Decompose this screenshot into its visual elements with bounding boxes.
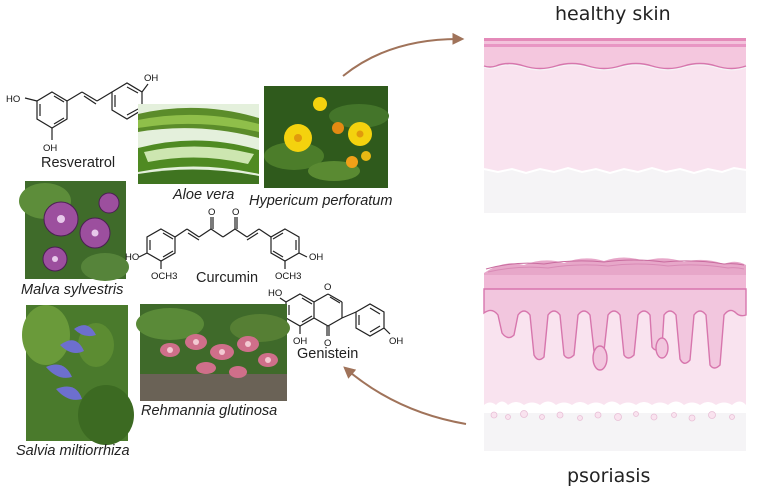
psoriasis-skin-section xyxy=(483,257,747,451)
curcumin-o-1: O xyxy=(208,207,215,218)
resveratrol-oh-5: OH xyxy=(43,143,57,154)
aloe-vera-photo xyxy=(138,104,259,184)
salvia-label: Salvia miltiorrhiza xyxy=(16,443,130,459)
genistein-label: Genistein xyxy=(297,346,359,362)
rehmannia-label: Rehmannia glutinosa xyxy=(141,403,278,419)
curcumin-o-2: O xyxy=(232,207,239,218)
rehmannia-photo xyxy=(136,304,290,401)
healthy-skin-title: healthy skin xyxy=(555,3,671,25)
arrow-to-healthy xyxy=(342,32,465,77)
curcumin-ho: HO xyxy=(125,252,139,263)
malva-photo xyxy=(19,181,129,281)
hypericum-label: Hypericum perforatum xyxy=(249,193,393,209)
resveratrol-ho-3: HO xyxy=(6,94,20,105)
arrow-from-psoriasis xyxy=(343,366,467,425)
curcumin-och3-left: OCH3 xyxy=(151,271,177,282)
curcumin-label: Curcumin xyxy=(196,270,259,286)
malva-label: Malva sylvestris xyxy=(21,282,124,298)
healthy-skin-section xyxy=(483,38,747,213)
curcumin-oh: OH xyxy=(309,252,323,263)
aloe-vera-label: Aloe vera xyxy=(173,187,235,203)
hypericum-photo xyxy=(264,86,389,188)
genistein-oh-5: OH xyxy=(293,336,307,347)
curcumin-structure: O O HO OCH3 OCH3 OH xyxy=(125,207,323,282)
curcumin-och3-right: OCH3 xyxy=(275,271,301,282)
genistein-oh-4: OH xyxy=(389,336,403,347)
salvia-photo xyxy=(22,305,134,445)
genistein-structure: HO O OH O OH xyxy=(268,282,403,349)
genistein-o-ring: O xyxy=(324,282,331,293)
resveratrol-oh-4: OH xyxy=(144,73,158,84)
genistein-o-keto: O xyxy=(324,338,331,349)
psoriasis-title: psoriasis xyxy=(567,465,651,487)
resveratrol-label: Resveratrol xyxy=(41,155,116,171)
genistein-ho: HO xyxy=(268,288,282,299)
resveratrol-structure: OH HO OH xyxy=(6,73,158,154)
